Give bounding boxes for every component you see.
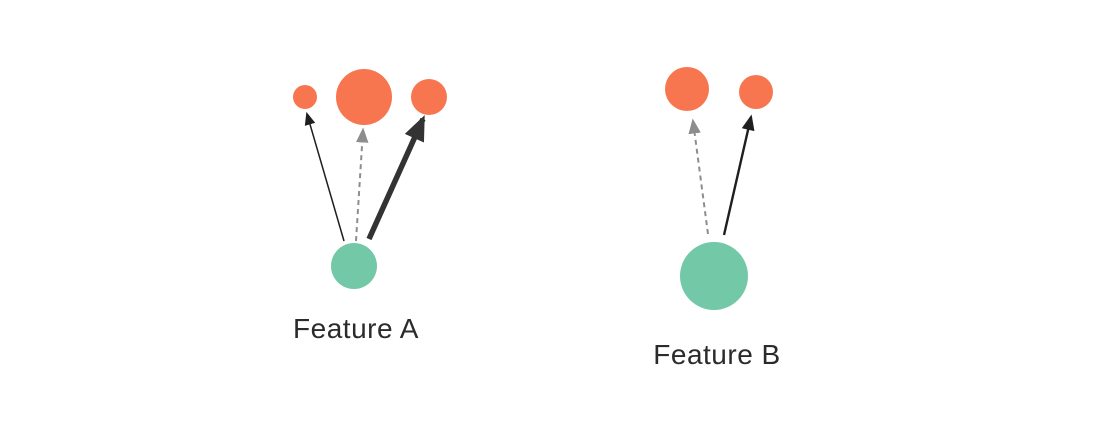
- effect-node: [411, 79, 447, 115]
- feature-node-feature-b: [680, 242, 748, 310]
- thin-solid-arrow: [304, 111, 345, 242]
- effect-node: [665, 67, 709, 111]
- feature-node-feature-a: [331, 243, 377, 289]
- label-feature-b: Feature B: [653, 339, 780, 370]
- label-feature-a: Feature A: [293, 313, 419, 344]
- dashed-arrow: [355, 127, 369, 242]
- group-feature-b: Feature B: [653, 67, 780, 370]
- medium-solid-arrow: [722, 114, 755, 236]
- effect-node: [336, 69, 392, 125]
- thick-solid-arrow: [366, 115, 426, 241]
- effect-node: [739, 75, 773, 109]
- dashed-arrow: [688, 118, 709, 235]
- group-feature-a: Feature A: [293, 69, 447, 344]
- effect-node: [293, 85, 317, 109]
